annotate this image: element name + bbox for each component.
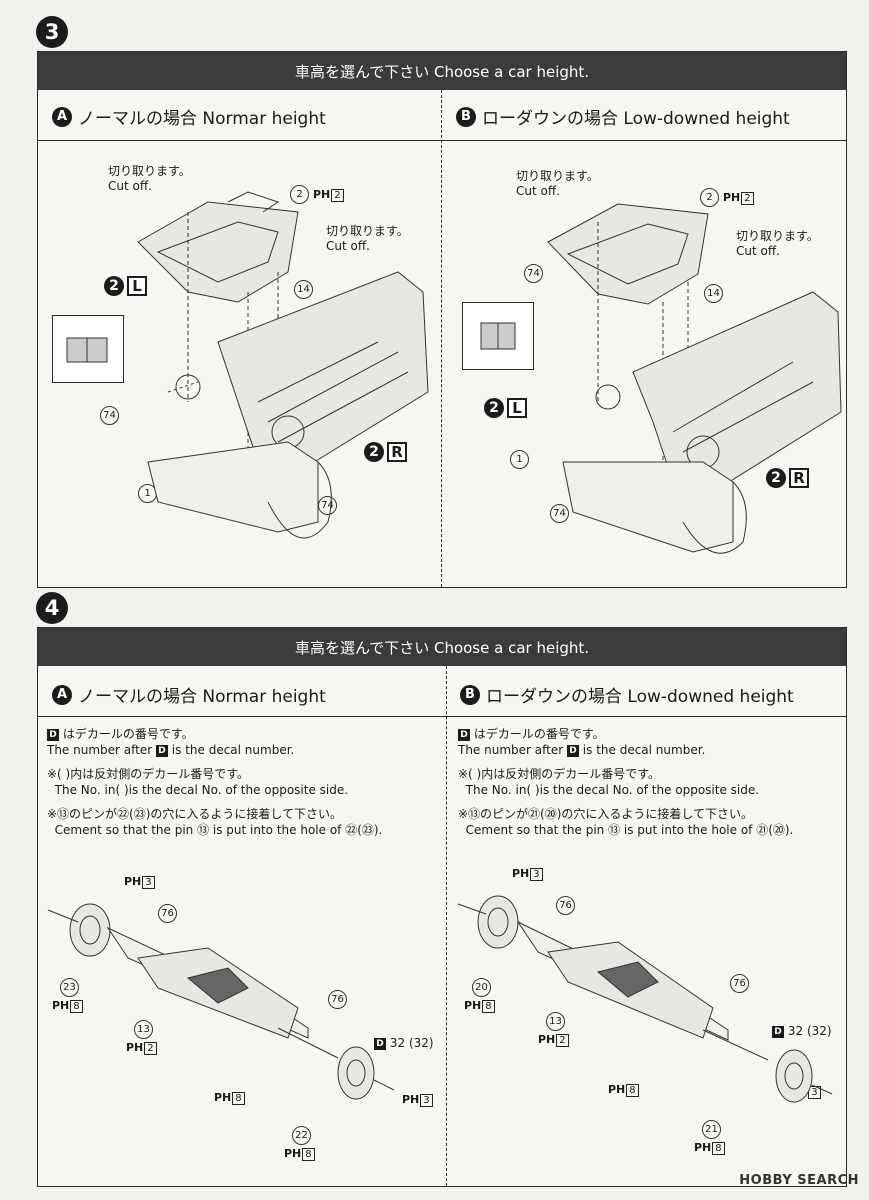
part-22-callout: 22 (292, 1126, 311, 1145)
opposite-note-b: ※( )内は反対側のデカール番号です。 The No. in( )is the … (458, 767, 760, 797)
step-4-title-bar: 車高を選んで下さい Choose a car height. (38, 628, 846, 666)
step-3-option-a-heading: A ノーマルの場合 Normar height (52, 104, 326, 129)
step-4-frame: 車高を選んで下さい Choose a car height. A ノーマルの場合… (37, 627, 847, 1187)
part-2-callout: 2 (290, 185, 309, 204)
part-13-callout-b: 13 (546, 1012, 565, 1031)
step-3-option-b-heading: B ローダウンの場合 Low-downed height (456, 104, 790, 129)
cement-note-b: ※⑬のピンが㉑(⑳)の穴に入るように接着して下さい。 Cement so tha… (458, 807, 794, 837)
part-74-callout-c: 74 (524, 264, 543, 283)
bushing-detail-icon (66, 337, 108, 363)
decal-32-ref-a: D 32 (32) (374, 1036, 434, 1051)
step-3-title-bar: 車高を選んで下さい Choose a car height. (38, 52, 846, 90)
cut-off-note-1: 切り取ります。Cut off. (108, 164, 191, 193)
step-4b-axle-drawing (457, 895, 833, 1103)
part-23-callout: 23 (60, 978, 79, 997)
cut-off-note-3: 切り取ります。Cut off. (516, 169, 599, 198)
opposite-note-a: ※( )内は反対側のデカール番号です。 The No. in( )is the … (47, 767, 349, 797)
part-20-callout: 20 (472, 978, 491, 997)
option-a-badge: A (52, 106, 72, 127)
part-14-callout: 14 (294, 280, 313, 299)
part-1-callout-b: 1 (510, 450, 529, 469)
option-b-badge: B (456, 106, 476, 127)
part-74-callout: 74 (100, 406, 119, 425)
part-76-callout-a: 76 (158, 904, 177, 923)
part-21-callout: 21 (702, 1120, 721, 1139)
part-76-callout-a2: 76 (328, 990, 347, 1009)
step-3a-assembly-drawing (137, 191, 429, 539)
cement-note-a: ※⑬のピンが㉒(㉓)の穴に入るように接着して下さい。 Cement so tha… (47, 807, 383, 837)
option-a-badge-4: A (52, 684, 72, 705)
step-number-4: 4 (36, 592, 68, 624)
part-76-callout-b2: 76 (730, 974, 749, 993)
step-3b-assembly-drawing (547, 203, 842, 554)
part-76-callout-b: 76 (556, 896, 575, 915)
detail-inset (52, 315, 124, 383)
part-14-callout-b: 14 (704, 284, 723, 303)
watermark: HOBBY SEARCH (739, 1173, 859, 1188)
bushing-detail-icon-b (480, 322, 516, 350)
decal-note-b: D はデカールの番号です。 The number after D is the … (458, 727, 706, 757)
step-4-option-a-heading: A ノーマルの場合 Normar height (52, 682, 326, 707)
cut-off-note-2: 切り取ります。Cut off. (326, 224, 409, 253)
cut-off-note-4: 切り取ります。Cut off. (736, 229, 819, 258)
decal-note-a: D はデカールの番号です。 The number after D is the … (47, 727, 295, 757)
part-74-callout-d: 74 (550, 504, 569, 523)
part-13-callout-a: 13 (134, 1020, 153, 1039)
step-4a-axle-drawing (47, 903, 395, 1100)
step-4-option-b-heading: B ローダウンの場合 Low-downed height (460, 682, 794, 707)
detail-inset-b (462, 302, 534, 370)
part-2-callout-b: 2 (700, 188, 719, 207)
decal-32-ref-b: D 32 (32) (772, 1024, 832, 1039)
step-3-frame: 車高を選んで下さい Choose a car height. A ノーマルの場合… (37, 51, 847, 588)
step-number-3: 3 (36, 16, 68, 48)
option-b-badge-4: B (460, 684, 480, 705)
